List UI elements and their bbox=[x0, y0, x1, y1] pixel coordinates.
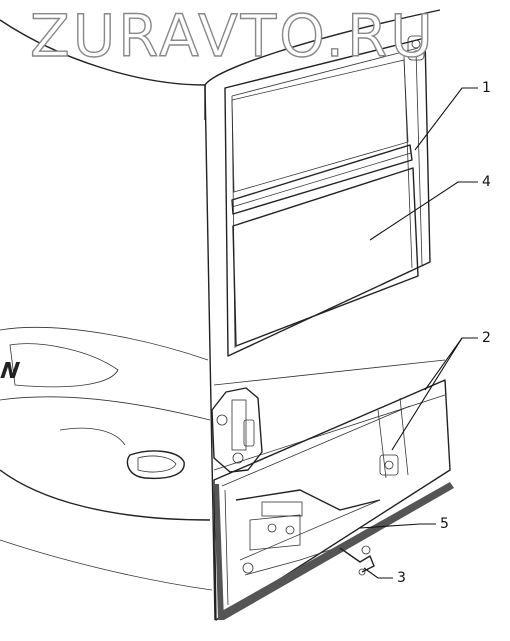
window-glass-lower bbox=[232, 167, 419, 347]
callout-1: 1 bbox=[482, 80, 491, 96]
seal-strip-left bbox=[214, 484, 224, 620]
callout-4: 4 bbox=[482, 174, 491, 190]
lock-mechanism bbox=[211, 387, 263, 473]
window-sash-rail bbox=[231, 144, 413, 215]
callout-3: 3 bbox=[397, 570, 406, 586]
bus-body: LAN bbox=[0, 9, 441, 621]
body-crease bbox=[213, 359, 446, 386]
spring-clip bbox=[339, 545, 375, 576]
body-crease-lower bbox=[213, 394, 446, 471]
window-glass-upper bbox=[231, 59, 409, 193]
callout-2: 2 bbox=[482, 330, 491, 346]
linkage-rods bbox=[235, 489, 381, 576]
body-emblem-text: LAN bbox=[0, 358, 22, 384]
seal-strip bbox=[220, 482, 454, 620]
service-hatch bbox=[213, 379, 451, 621]
callout-lines bbox=[359, 87, 478, 579]
watermark-text: ZURAVTO.RU bbox=[30, 2, 436, 70]
callout-5: 5 bbox=[440, 516, 449, 532]
